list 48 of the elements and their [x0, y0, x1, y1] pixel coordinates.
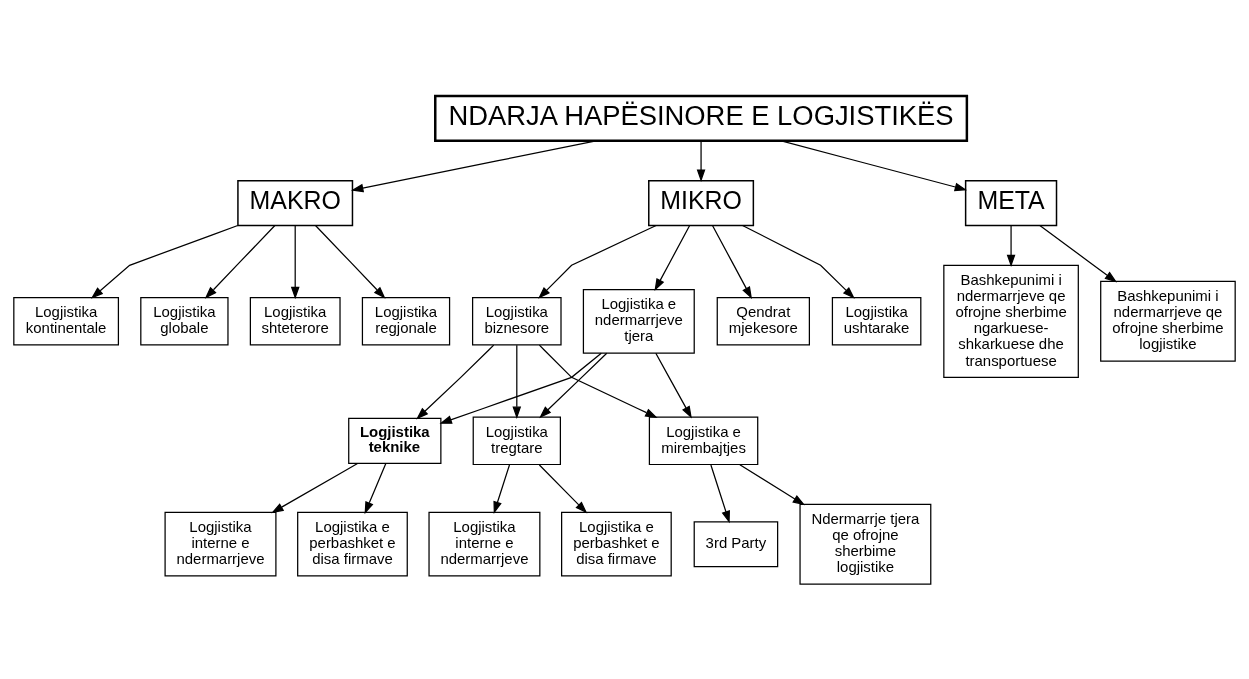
node-box: Logjistika globale — [140, 296, 229, 346]
node-box: Logjistika e ndermarrjeve tjera — [582, 288, 695, 354]
node-box: Logjistika ushtarake — [831, 296, 922, 346]
node-box: Logjistika interne e ndermarrjeve — [428, 511, 541, 577]
arrow — [512, 344, 522, 419]
node-box: MIKRO — [648, 179, 755, 226]
arrow — [416, 344, 495, 419]
node-box: Qendrat mjekesore — [716, 296, 810, 346]
arrow — [350, 139, 597, 192]
arrow — [290, 224, 300, 299]
arrow — [655, 352, 692, 418]
node-box: Logjistika e perbashket e disa firmave — [297, 511, 408, 577]
arrow — [90, 224, 239, 299]
arrow — [654, 224, 691, 291]
arrow — [1039, 224, 1118, 283]
node-box: Logjistika teknike — [348, 417, 442, 464]
arrow — [538, 344, 658, 418]
node-box: Logjistika tregtare — [472, 416, 561, 465]
node-box: Logjistika e perbashket e disa firmave — [561, 511, 672, 577]
node-box: Logjistika e mirembajtjes — [648, 416, 759, 465]
node-box: META — [964, 179, 1058, 226]
node-box: Logjistika biznesore — [472, 296, 562, 346]
arrow — [364, 462, 387, 514]
node-box: MAKRO — [237, 179, 354, 226]
arrow — [780, 139, 968, 191]
node-box: Logjistika regjonale — [361, 296, 451, 346]
node-box: Bashkepunimi i ndermarrjeve qe ofrojne sherbime ngarkuese- shkarkuese dhe transportuese — [943, 264, 1079, 378]
arrow — [696, 140, 706, 182]
arrow — [204, 224, 276, 299]
arrow — [1006, 224, 1016, 267]
arrow — [314, 224, 386, 299]
arrow — [711, 224, 752, 299]
arrow — [538, 224, 657, 299]
arrow — [439, 352, 602, 424]
node-box: NDARJA HAPËSINORE E LOGJISTIKËS — [434, 94, 969, 142]
node-box: Logjistika kontinentale — [13, 296, 120, 346]
arrow — [710, 463, 730, 523]
node-box: Logjistika interne e ndermarrjeve — [164, 511, 277, 577]
arrow — [538, 463, 588, 513]
arrow — [271, 462, 359, 513]
node-box: Logjistika shteterore — [249, 296, 341, 346]
arrow — [493, 463, 511, 514]
node-box: Bashkepunimi i ndermarrjeve qe ofrojne sherbime logjistike — [1100, 280, 1236, 362]
arrow — [741, 224, 855, 299]
node-box: 3rd Party — [693, 520, 779, 567]
arrow — [739, 463, 806, 505]
node-box: Ndermarrje tjera qe ofrojne sherbime logjistike — [799, 503, 932, 585]
arrow — [539, 352, 608, 418]
